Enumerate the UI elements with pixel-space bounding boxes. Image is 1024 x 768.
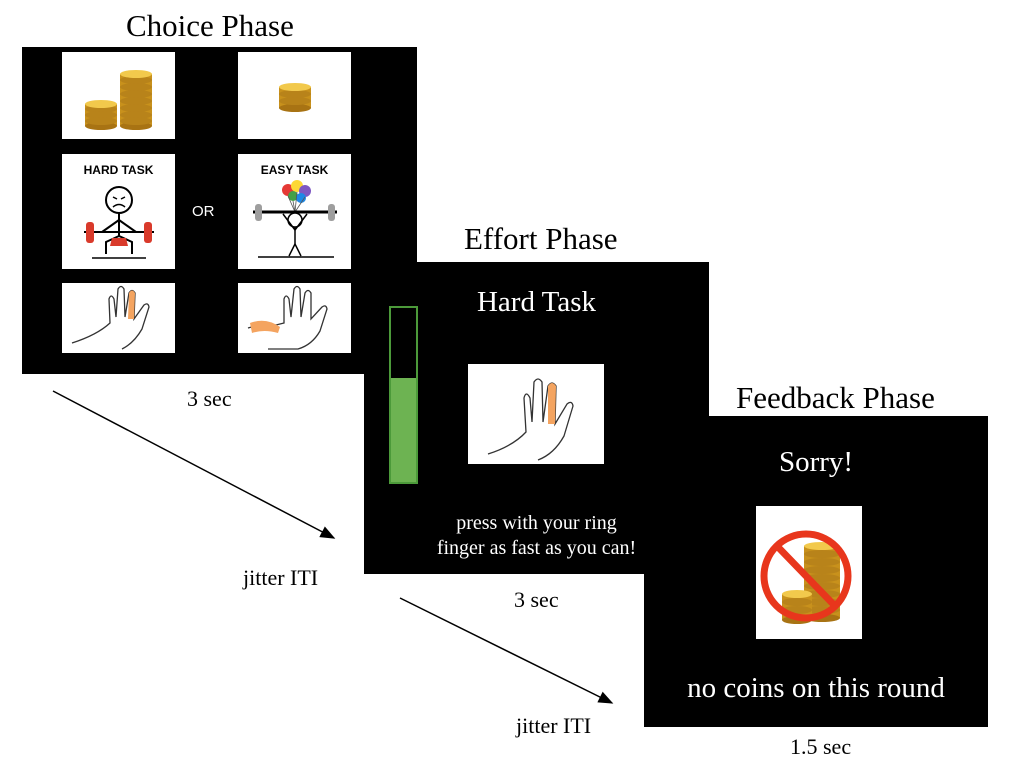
effort-phase-title: Effort Phase [464,221,618,256]
no-coins-card [756,506,862,639]
large-coins-icon [85,70,152,130]
large-reward-coins-card [62,52,175,139]
feedback-phase-title: Feedback Phase [736,380,935,415]
effort-instruction-line2: finger as fast as you can! [436,537,637,559]
effort-hand-card [468,364,604,464]
small-reward-coins-card [238,52,351,139]
feedback-message: no coins on this round [687,672,945,704]
effort-progress-bar [389,306,418,484]
choice-phase-screen: HARD TASK OR EASY TASK [22,47,417,374]
effort-progress-fill [391,377,416,482]
transition-arrow-1 [52,390,336,539]
weightlifter-balloons-icon [253,180,337,258]
hand-little-finger-card [238,283,351,353]
or-label: OR [192,203,215,220]
jitter-iti-label-2: jitter ITI [516,713,592,738]
effort-phase-screen: Hard Task press with your ring finger as… [364,262,709,574]
effort-instruction-line1: press with your ring [456,512,617,534]
easy-task-label: EASY TASK [260,163,329,177]
feedback-phase-timing: 1.5 sec [790,734,852,759]
hard-task-label: HARD TASK [83,163,154,177]
effort-phase-timing: 3 sec [514,587,559,612]
feedback-phase-screen: Sorry! no coins on this round [644,416,988,727]
choice-phase-title: Choice Phase [126,8,294,43]
hand-little-finger-icon [247,285,328,350]
easy-task-card: EASY TASK [238,154,351,269]
effort-screen-heading: Hard Task [476,286,597,318]
hand-ring-finger-icon [487,378,574,461]
hard-task-card: HARD TASK [62,154,175,269]
feedback-screen-heading: Sorry! [778,446,854,478]
no-coins-icon [760,530,852,624]
weightlifter-strained-icon [84,186,154,259]
hand-ring-finger-icon [71,285,150,350]
small-coins-icon [279,83,311,112]
hand-ring-finger-card [62,283,175,353]
transition-arrow-2 [399,597,614,704]
choice-phase-timing: 3 sec [187,386,232,411]
jitter-iti-label-1: jitter ITI [243,565,319,590]
